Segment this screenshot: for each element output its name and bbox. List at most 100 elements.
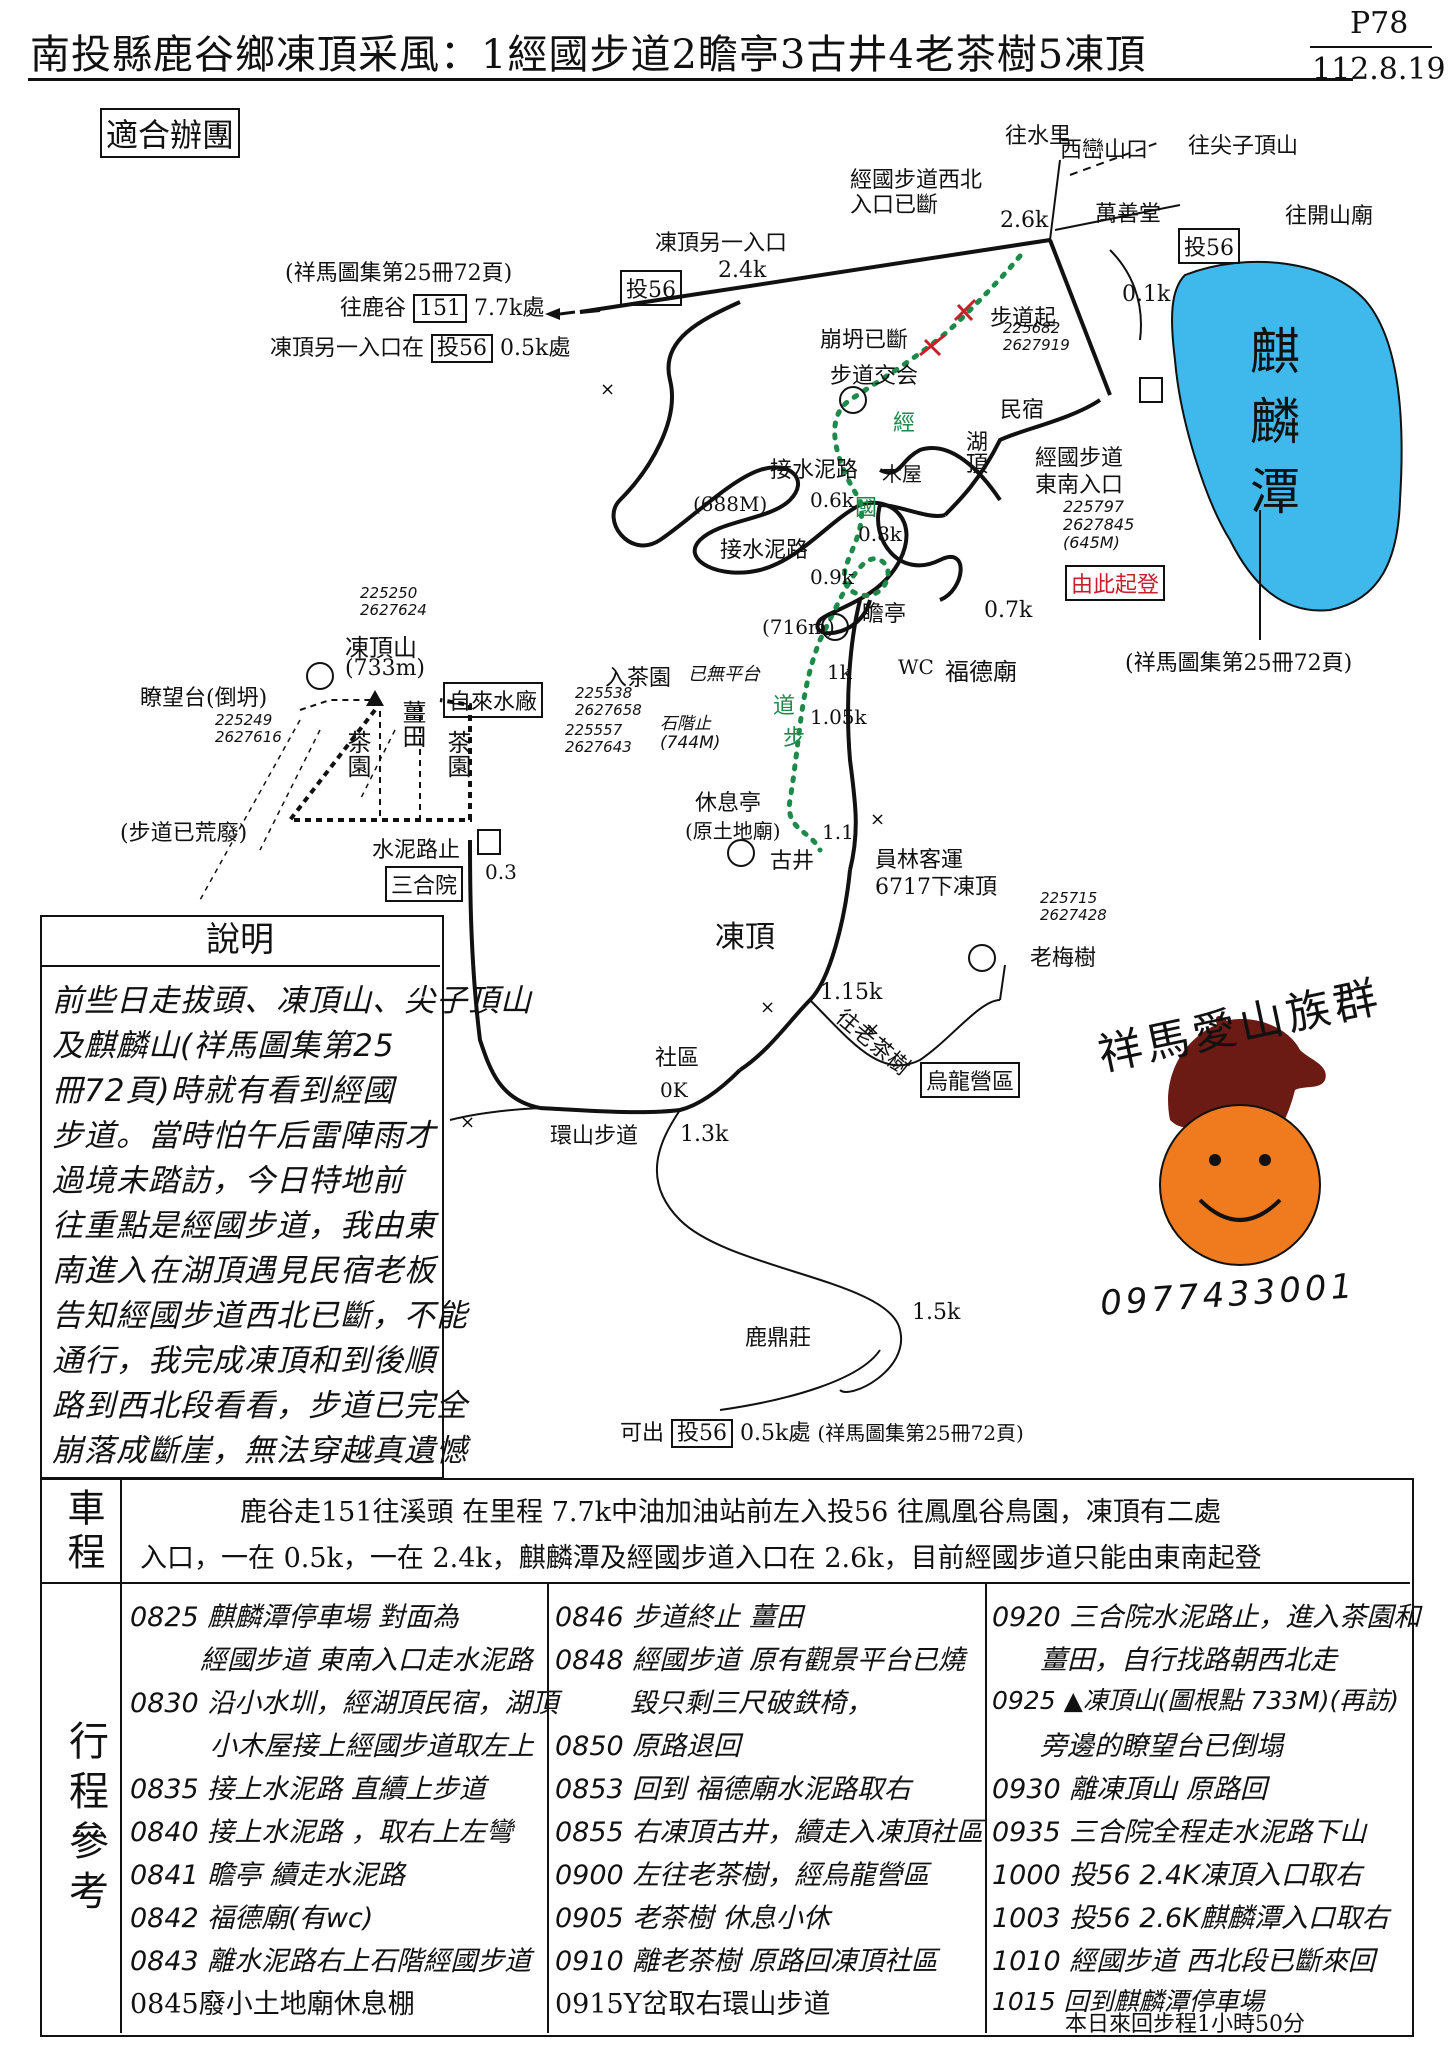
exit-prefix: 可出 bbox=[620, 1421, 665, 1446]
tea-garden-label-2: 茶園 bbox=[443, 730, 471, 778]
distance-0-7k: 0.7k bbox=[984, 598, 1033, 623]
old-plum-label: 老梅樹 bbox=[1030, 946, 1097, 971]
itinerary-col3-row: 0930 離凍頂山 原路回 bbox=[992, 1774, 1267, 1805]
distance-1-5k: 1.5k bbox=[912, 1300, 961, 1325]
xiangma-ref-2: (祥馬圖集第25冊72頁) bbox=[1125, 651, 1353, 676]
itinerary-col3-row: 薑田，自行找路朝西北走 bbox=[1040, 1645, 1337, 1676]
nw-entrance-label: 經國步道西北 入口已斷 bbox=[850, 168, 983, 218]
itinerary-total: 本日來回步程1小時50分 bbox=[1065, 2012, 1305, 2037]
distance-2-4k: 2.4k bbox=[718, 258, 767, 283]
elevation-733: (733m) bbox=[345, 656, 426, 681]
other-entrance-note: 凍頂另一入口在 投56 0.5k處 bbox=[270, 330, 570, 363]
se-entrance-coord: 225797 2627845 (645M) bbox=[1063, 497, 1135, 552]
title-underline bbox=[28, 78, 1353, 81]
itinerary-col1-row: 0841 瞻亭 續走水泥路 bbox=[130, 1860, 405, 1891]
itinerary-col2-row: 毀只剩三尺破鉄椅， bbox=[630, 1688, 873, 1719]
table-col-divider bbox=[120, 1478, 122, 2033]
schedule-table bbox=[40, 1478, 1414, 2037]
horse-logo bbox=[1168, 1015, 1326, 1140]
platform-coord: 225538 2627658 bbox=[575, 684, 642, 719]
table-row-divider bbox=[40, 1582, 1410, 1584]
itinerary-col2-row: 0900 左往老茶樹，經烏龍營區 bbox=[555, 1860, 930, 1891]
luding-label: 鹿鼎莊 bbox=[745, 1326, 812, 1351]
water-pipe-label-1: 接水泥路 bbox=[770, 458, 859, 483]
itinerary-col3-row: 旁邊的瞭望台已倒塌 bbox=[1040, 1731, 1283, 1762]
route-tou56-sign-2: 投56 bbox=[620, 270, 682, 306]
rest-pavilion-label: 休息亭 bbox=[695, 791, 762, 816]
ring-trail-label: 環山步道 bbox=[550, 1124, 639, 1149]
notes-line: 冊72頁)時就有看到經國 bbox=[52, 1073, 395, 1109]
notes-line: 過境未踏訪，今日特地前 bbox=[52, 1163, 404, 1199]
itinerary-col2-row: 0855 右凍頂古井，續走入凍頂社區 bbox=[555, 1817, 984, 1848]
notes-line: 路到西北段看看，步道已完全 bbox=[52, 1388, 468, 1424]
to-lugu-text: 往鹿谷 151 7.7k處 bbox=[340, 290, 545, 323]
other-entrance-prefix: 凍頂另一入口在 bbox=[270, 336, 425, 361]
itinerary-col1-row: 0843 離水泥路右上石階經國步道 bbox=[130, 1946, 532, 1977]
elevation-688: (688M) bbox=[693, 492, 768, 516]
community-label: 社區 bbox=[655, 1046, 700, 1071]
dongding-other-entrance: 凍頂另一入口 bbox=[655, 231, 788, 256]
itinerary-col1-row: 0830 沿小水圳，經湖頂民宿，湖頂 bbox=[130, 1688, 559, 1719]
xiangma-ref-3: (祥馬圖集第25冊72頁) bbox=[817, 1421, 1024, 1445]
watchtower-label: 瞭望台(倒坍) bbox=[140, 686, 268, 711]
lake-top-label: 湖頂 bbox=[962, 430, 987, 474]
wc-label: WC bbox=[898, 655, 934, 679]
table-col-divider-2 bbox=[547, 1582, 549, 2033]
trail-start-coord: 225682 2627919 bbox=[1003, 319, 1070, 354]
itinerary-col2-row: 0910 離老茶樹 原路回凍頂社區 bbox=[555, 1946, 938, 1977]
jingguo-trail bbox=[786, 253, 1023, 853]
transport-line-2: 入口，一在 0.5k，一在 2.4k，麒麟潭及經國步道入口在 2.6k，目前經國… bbox=[140, 1543, 1262, 1574]
dongding-village-label: 凍頂 bbox=[715, 920, 775, 955]
wanshantang-label: 萬善堂 bbox=[1095, 202, 1162, 227]
notes-line: 往重點是經國步道，我由東 bbox=[52, 1208, 436, 1244]
itinerary-col3-row: 0925 ▲凍頂山(圖根點 733M)(再訪) bbox=[992, 1686, 1400, 1715]
trail-junction-label: 步道交会 bbox=[830, 364, 919, 389]
notes-line: 步道。當時怕午后雷陣雨才 bbox=[52, 1118, 436, 1154]
dongding-summit-coord: 225250 2627624 bbox=[360, 584, 427, 619]
tea-garden-label-1: 茶園 bbox=[343, 730, 371, 778]
page-title: 南投縣鹿谷鄉凍頂采風：1經國步道2瞻亭3古井4老茶樹5凍頂 bbox=[30, 32, 1147, 78]
trail-char-bu: 步 bbox=[783, 726, 806, 751]
distance-0-3: 0.3 bbox=[485, 860, 517, 884]
itinerary-col2-row: 0915Y岔取右環山步道 bbox=[555, 1989, 831, 2020]
route-tou56-sign: 投56 bbox=[1178, 228, 1240, 264]
old-well-label: 古井 bbox=[770, 849, 815, 874]
itinerary-col1-row: 小木屋接上經國步道取左上 bbox=[210, 1731, 534, 1762]
itinerary-col2-row: 0850 原路退回 bbox=[555, 1731, 741, 1762]
itinerary-col2-row: 0846 步道終止 薑田 bbox=[555, 1602, 803, 1633]
itinerary-col3-row: 1010 經國步道 西北段已斷來回 bbox=[992, 1946, 1375, 1977]
group-badge: 適合辦團 bbox=[100, 108, 241, 158]
land-temple-label: (原土地廟) bbox=[685, 819, 781, 843]
itinerary-col1-row: 0840 接上水泥路 ，取右上左彎 bbox=[130, 1817, 513, 1848]
route-tou56-sign-4: 投56 bbox=[671, 1419, 734, 1448]
stone-steps-label: 石階止 (744M) bbox=[660, 714, 721, 753]
distance-1-15k: 1.15k bbox=[820, 980, 883, 1005]
zhanting-label: 瞻亭 bbox=[862, 602, 907, 627]
to-lugu-distance: 7.7k處 bbox=[474, 296, 545, 321]
start-here-badge: 由此起登 bbox=[1065, 565, 1166, 601]
notes-line: 及麒麟山(祥馬圖集第25 bbox=[52, 1028, 395, 1064]
notes-line: 前些日走拔頭、凍頂山、尖子頂山 bbox=[52, 983, 532, 1019]
notes-line: 崩落成斷崖，無法穿越真遺憾 bbox=[52, 1433, 468, 1469]
distance-1k: 1k bbox=[827, 660, 852, 684]
svg-text:×: × bbox=[870, 809, 885, 830]
bus-stop-label: 員林客運 6717下凍頂 bbox=[875, 848, 997, 900]
yam-field-label: 薑田 bbox=[398, 700, 426, 748]
svg-text:×: × bbox=[600, 379, 615, 400]
watchtower-coord: 225249 2627616 bbox=[215, 711, 282, 746]
page-number-divider bbox=[1310, 46, 1432, 48]
itinerary-col1-row: 0835 接上水泥路 直續上步道 bbox=[130, 1774, 486, 1805]
fudemiao-label: 福德廟 bbox=[945, 658, 1017, 686]
distance-0-6k: 0.6k bbox=[810, 488, 854, 512]
waterworks-label: 自來水廠 bbox=[443, 682, 544, 718]
lake-shape bbox=[1171, 260, 1403, 612]
itinerary-col1-row: 0825 麒麟潭停車場 對面為 bbox=[130, 1602, 459, 1633]
cabin-label: 木屋 bbox=[882, 462, 922, 486]
trail-char-guo: 國 bbox=[855, 496, 878, 521]
itinerary-col3-row: 0935 三合院全程走水泥路下山 bbox=[992, 1817, 1367, 1848]
distance-0-8k: 0.8k bbox=[858, 522, 902, 546]
water-pipe-label-2: 接水泥路 bbox=[720, 538, 809, 563]
itinerary-col1-row: 0842 福德廟(有wc) bbox=[130, 1903, 374, 1934]
